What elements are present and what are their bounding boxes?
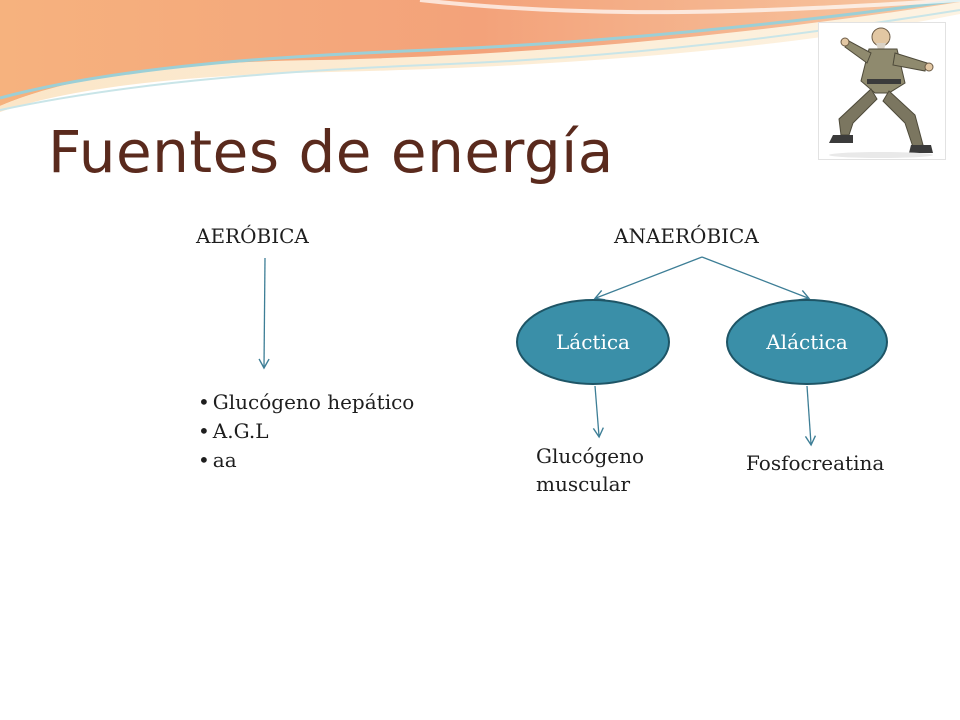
aerobic-heading: AERÓBICA — [196, 224, 309, 248]
branch-arrow-lactic — [593, 256, 703, 301]
list-item: aa — [198, 446, 414, 475]
slide-title: Fuentes de energía — [48, 118, 614, 186]
kung-fu-master-illustration — [818, 22, 946, 160]
aerobic-sources-list: Glucógeno hepático A.G.L aa — [198, 388, 415, 475]
anaerobic-heading: ANAERÓBICA — [614, 224, 759, 248]
lactic-result-text: Glucógeno muscular — [536, 442, 644, 498]
node-alactic-label: Aláctica — [765, 330, 848, 354]
node-lactic: Láctica — [516, 299, 670, 385]
martial-artist-icon — [829, 27, 934, 158]
node-lactic-label: Láctica — [556, 330, 630, 354]
lactic-result-arrow — [592, 385, 604, 439]
alactic-result-arrow — [804, 385, 817, 447]
node-alactic: Aláctica — [726, 299, 888, 385]
lactic-result-line: Glucógeno — [536, 444, 645, 468]
list-item: Glucógeno hepático — [198, 388, 415, 417]
aerobic-arrow — [258, 257, 270, 370]
branch-arrow-alactic — [701, 256, 811, 301]
alactic-result-text: Fosfocreatina — [746, 451, 885, 475]
list-item: A.G.L — [198, 417, 414, 446]
lactic-result-line: muscular — [536, 472, 631, 496]
header-swoosh — [0, 0, 960, 112]
